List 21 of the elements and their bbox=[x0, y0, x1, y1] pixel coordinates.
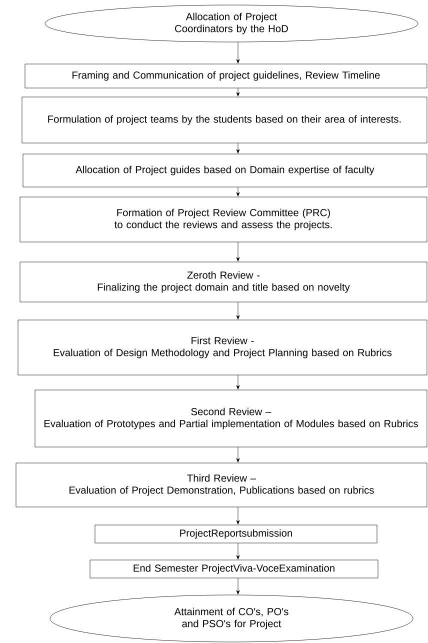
process-box: Formation of Project Review Committee (PRC) to conduct the reviews and assess the projects. bbox=[20, 196, 428, 242]
arrow bbox=[236, 42, 240, 64]
process-box: Zeroth Review - Finalizing the project domain and title based on novelty bbox=[20, 262, 428, 302]
arrow bbox=[236, 302, 240, 320]
arrow bbox=[236, 447, 240, 462]
process-box: End Semester ProjectViva-VoceExamination bbox=[90, 560, 378, 578]
process-box: Framing and Communication of project guidelines, Review Timeline bbox=[24, 64, 428, 88]
arrow bbox=[236, 578, 240, 594]
process-box: Third Review – Evaluation of Project Demonstration, Publications based on rubrics bbox=[16, 462, 428, 508]
arrow bbox=[236, 242, 240, 262]
arrow bbox=[236, 507, 240, 524]
arrow bbox=[236, 375, 240, 390]
process-box: Second Review – Evaluation of Prototypes and Partial implementation of Modules based on Rubrics bbox=[34, 390, 428, 448]
process-box: Formulation of project teams by the students based on their area of interests. bbox=[22, 96, 428, 144]
process-box: Allocation of Project guides based on Domain expertise of faculty bbox=[22, 154, 428, 188]
process-box: First Review - Evaluation of Design Methodology and Project Planning based on Rubrics bbox=[18, 320, 428, 376]
arrow bbox=[236, 187, 240, 196]
arrow bbox=[236, 143, 240, 154]
process-box: ProjectReportsubmission bbox=[94, 524, 378, 544]
arrow bbox=[236, 543, 240, 560]
arrow bbox=[236, 88, 240, 96]
